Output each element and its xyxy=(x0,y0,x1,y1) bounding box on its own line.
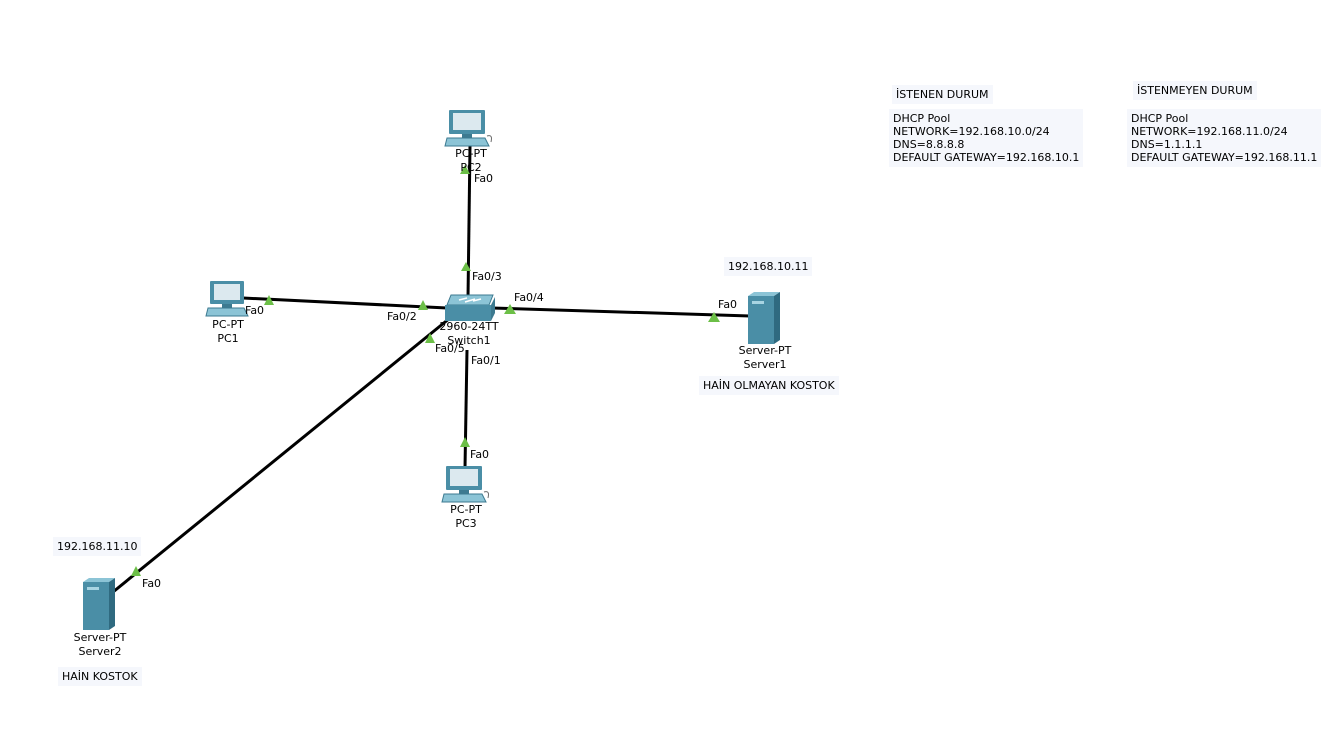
port-label-sw-fa0-1: Fa0/1 xyxy=(471,354,501,367)
cable-switch-pc3[interactable] xyxy=(463,349,469,469)
link-light-sw-fa0-4 xyxy=(504,304,516,314)
device-name: PC1 xyxy=(217,332,239,345)
port-label-sw-fa0-5: Fa0/5 xyxy=(435,342,465,355)
device-type: PC-PT xyxy=(450,503,482,516)
pool-line: NETWORK=192.168.10.0/24 xyxy=(893,125,1050,138)
link-light-sw-fa0-5 xyxy=(425,333,435,343)
server-icon[interactable] xyxy=(748,292,780,344)
port-label-sw-fa0-3: Fa0/3 xyxy=(472,270,502,283)
port-label-sw-fa0-4: Fa0/4 xyxy=(514,291,544,304)
pool-line: NETWORK=192.168.11.0/24 xyxy=(1131,125,1288,138)
pool-line: DHCP Pool xyxy=(893,112,951,125)
pc-icon[interactable] xyxy=(441,466,489,503)
link-light-sw-fa0-2 xyxy=(418,300,428,310)
note-desired-title[interactable]: İSTENEN DURUM xyxy=(892,85,993,104)
cable-pc2-switch[interactable] xyxy=(466,145,472,299)
pool-line: DNS=8.8.8.8 xyxy=(893,138,965,151)
note-server1-ip[interactable]: 192.168.10.11 xyxy=(724,257,813,276)
link-light-pc1 xyxy=(264,295,274,305)
cable-pc1-switch[interactable] xyxy=(242,296,448,310)
link-light-server2 xyxy=(131,566,141,576)
link-light-pc2 xyxy=(460,165,470,174)
device-name: PC3 xyxy=(455,517,477,530)
pool-line: DHCP Pool xyxy=(1131,112,1189,125)
device-type: Server-PT xyxy=(738,344,792,357)
server2-label: Server-PT Server2 xyxy=(74,631,127,659)
note-undesired-pool[interactable]: DHCP Pool NETWORK=192.168.11.0/24 DNS=1.… xyxy=(1127,109,1322,167)
note-server1-tag[interactable]: HAİN OLMAYAN KOSTOK xyxy=(699,376,839,395)
cable-switch-server2[interactable] xyxy=(112,316,451,594)
device-name: Server1 xyxy=(743,358,787,371)
port-label-server2-fa0: Fa0 xyxy=(142,577,162,590)
note-undesired-title[interactable]: İSTENMEYEN DURUM xyxy=(1133,81,1257,100)
link-light-server1 xyxy=(708,312,720,322)
device-name: Server2 xyxy=(78,645,122,658)
device-type: PC-PT xyxy=(455,147,487,160)
link-light-sw-fa0-3 xyxy=(461,262,471,271)
port-label-sw-fa0-2: Fa0/2 xyxy=(387,310,417,323)
link-lights xyxy=(131,165,720,576)
pc2-label: PC-PT PC2 xyxy=(455,147,487,175)
device-name: PC2 xyxy=(460,161,482,174)
port-label-pc2-fa0: Fa0 xyxy=(474,172,494,185)
device-type: PC-PT xyxy=(212,318,244,331)
pool-line: DEFAULT GATEWAY=192.168.11.1 xyxy=(1131,151,1318,164)
device-name: Switch1 xyxy=(447,334,491,347)
pc3-label: PC-PT PC3 xyxy=(450,503,482,531)
port-label-pc3-fa0: Fa0 xyxy=(470,448,490,461)
pool-line: DEFAULT GATEWAY=192.168.10.1 xyxy=(893,151,1080,164)
server1-label: Server-PT Server1 xyxy=(739,344,792,372)
cable-switch-server1[interactable] xyxy=(491,306,751,318)
note-server2-tag[interactable]: HAİN KOSTOK xyxy=(58,667,142,686)
pool-line: DNS=1.1.1.1 xyxy=(1131,138,1203,151)
device-type: Server-PT xyxy=(73,631,127,644)
note-desired-pool[interactable]: DHCP Pool NETWORK=192.168.10.0/24 DNS=8.… xyxy=(889,109,1084,167)
port-label-pc1-fa0: Fa0 xyxy=(245,304,265,317)
pc-icon[interactable] xyxy=(205,281,249,317)
link-light-pc3 xyxy=(460,437,470,447)
server-icon[interactable] xyxy=(83,578,115,630)
note-server2-ip[interactable]: 192.168.11.10 xyxy=(53,537,142,556)
switch-icon[interactable] xyxy=(445,294,495,321)
pc1-label: PC-PT PC1 xyxy=(212,318,244,346)
pc-icon[interactable] xyxy=(444,110,492,147)
switch1-label: 2960-24TT Switch1 xyxy=(439,320,498,348)
cables xyxy=(112,145,751,594)
port-label-server1-fa0: Fa0 xyxy=(718,298,738,311)
device-type: 2960-24TT xyxy=(439,320,499,333)
